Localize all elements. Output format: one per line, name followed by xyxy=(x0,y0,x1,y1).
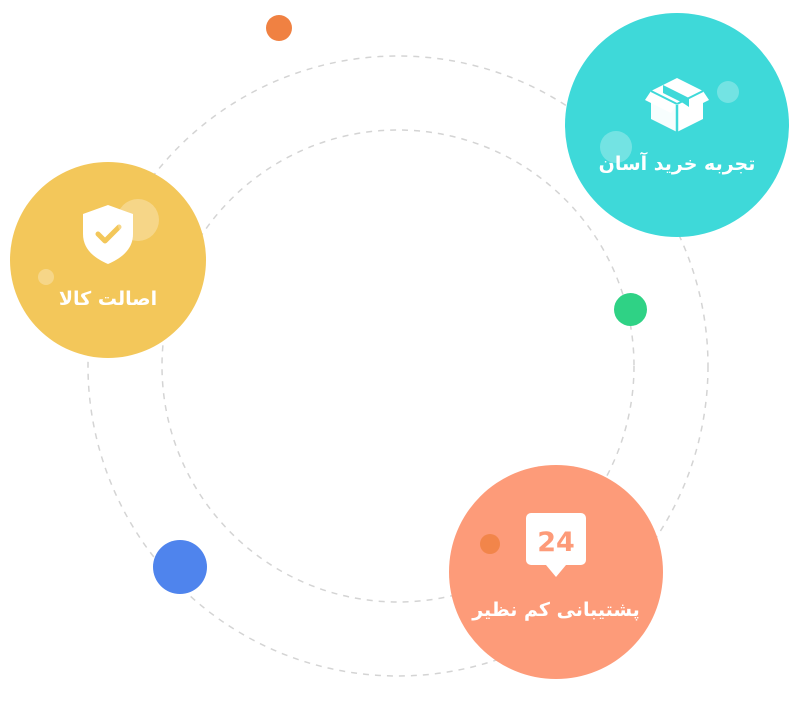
decor-bubble xyxy=(117,199,159,241)
open-box-icon xyxy=(645,78,709,132)
easy-purchase-label: تجربه خرید آسان xyxy=(598,153,756,175)
outer-orbit-ring xyxy=(87,55,709,677)
product-authenticity-feature: اصالت کالا xyxy=(10,162,206,358)
24-support-icon: 24 xyxy=(526,513,586,577)
decor-bubble xyxy=(600,131,632,163)
green-dot xyxy=(614,293,647,326)
decor-bubble xyxy=(717,81,739,103)
blue-dot xyxy=(153,540,207,594)
orange-dot xyxy=(266,15,292,41)
24-support-icon-text: 24 xyxy=(537,527,575,558)
inner-orbit-ring xyxy=(161,129,635,603)
support-label: پشتیبانی کم نظیر xyxy=(472,599,640,621)
decor-dot xyxy=(480,534,500,554)
product-authenticity-label: اصالت کالا xyxy=(58,288,158,310)
shield-check-icon xyxy=(83,205,133,264)
support-feature: 24 پشتیبانی کم نظیر xyxy=(449,465,663,679)
easy-purchase-feature: تجربه خرید آسان xyxy=(565,13,789,237)
decor-bubble xyxy=(38,269,54,285)
